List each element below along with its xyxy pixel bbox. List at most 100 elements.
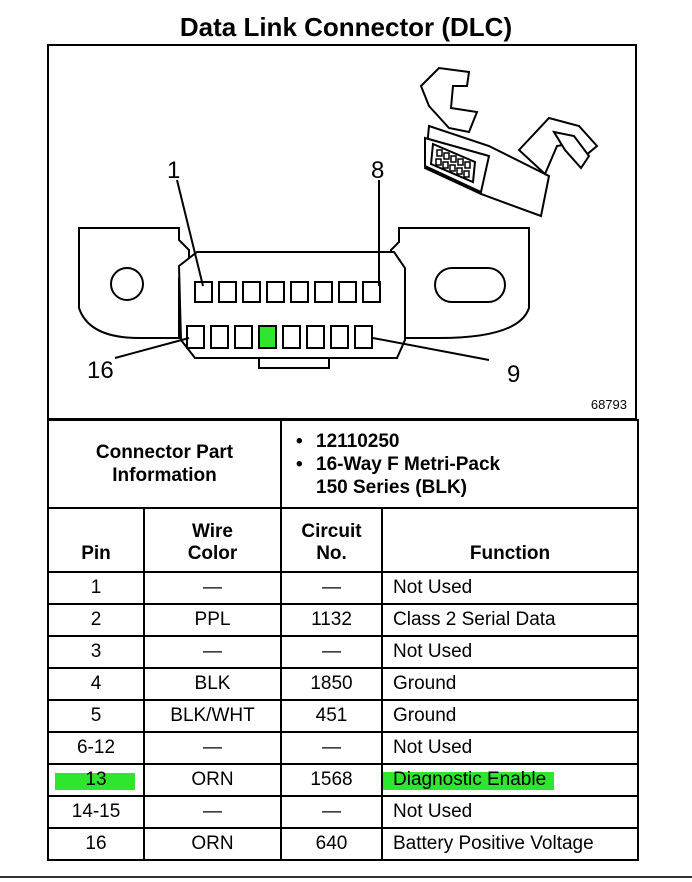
connector-info-label: Connector Part Information	[47, 419, 282, 509]
header-circuit-line1: Circuit	[301, 521, 362, 542]
pin-cell: 14-15	[47, 795, 145, 829]
sketch-pin-rows	[435, 149, 471, 178]
wire-color-cell: —	[143, 571, 282, 605]
table-row: 4 BLK 1850 Ground	[47, 667, 639, 701]
function-cell: Not Used	[381, 731, 639, 765]
pin-cell: 16	[47, 827, 145, 861]
function-cell: Ground	[381, 667, 639, 701]
pin-cell: 4	[47, 667, 145, 701]
wire-color-cell: ORN	[143, 763, 282, 797]
header-wire-color-line1: Wire	[191, 521, 233, 542]
wire-color-cell-text: ORN	[191, 769, 234, 790]
circuit-cell-text: —	[322, 577, 341, 598]
header-circuit-line2: No.	[316, 543, 347, 564]
diagram-title: Data Link Connector (DLC)	[179, 12, 513, 42]
circuit-cell: 1568	[280, 763, 383, 797]
header-function: Function	[381, 507, 639, 573]
circuit-cell: 451	[280, 699, 383, 733]
pin-cell-text: 13	[85, 769, 107, 790]
bottom-rule	[0, 876, 692, 878]
circuit-cell: 1850	[280, 667, 383, 701]
circuit-cell-text: 1850	[310, 673, 353, 694]
connector-info-values: 12110250 16-Way F Metri-Pack 150 Series …	[280, 419, 639, 509]
pin-label-9: 9	[507, 361, 520, 388]
wire-color-cell: —	[143, 635, 282, 669]
pin-label-8: 8	[371, 157, 384, 184]
pin-13-highlight	[258, 325, 277, 349]
wire-color-cell: —	[143, 731, 282, 765]
wire-color-cell-text: —	[203, 641, 222, 662]
wire-color-cell: ORN	[143, 827, 282, 861]
connector-drawing: 1 8 16 9	[78, 66, 599, 388]
wire-color-cell-text: ORN	[191, 833, 234, 854]
table-row: 6-12 — — Not Used	[47, 731, 639, 765]
connector-isometric-sketch	[419, 66, 599, 218]
function-cell-text: Not Used	[393, 801, 473, 822]
circuit-cell-text: —	[322, 801, 341, 822]
function-cell-text: Not Used	[393, 641, 473, 662]
pin-cell-text: 5	[90, 705, 102, 726]
circuit-cell: —	[280, 635, 383, 669]
pin-cell: 6-12	[47, 731, 145, 765]
connector-info-label-line1: Connector Part	[95, 442, 234, 463]
wire-color-cell: PPL	[143, 603, 282, 637]
pin-cell-text: 3	[90, 641, 102, 662]
function-cell: Not Used	[381, 795, 639, 829]
wire-color-cell-text: —	[203, 737, 222, 758]
pin-label-16: 16	[87, 357, 114, 384]
header-pin: Pin	[47, 507, 145, 573]
circuit-cell-text: 1568	[310, 769, 353, 790]
pin-cell-text: 16	[85, 833, 107, 854]
pin-cell: 5	[47, 699, 145, 733]
pin-cell-text: 6-12	[76, 737, 116, 758]
header-wire-color-line2: Color	[187, 543, 238, 564]
wire-color-cell-text: —	[203, 577, 222, 598]
connector-info-type: 16-Way F Metri-Pack	[296, 453, 637, 476]
function-cell: Diagnostic Enable	[381, 763, 639, 797]
table-row: 13 ORN 1568 Diagnostic Enable	[47, 763, 639, 797]
pin-table: Connector Part Information 12110250 16-W…	[47, 419, 639, 861]
pin-cell: 13	[47, 763, 145, 797]
table-row: 1 — — Not Used	[47, 571, 639, 605]
table-row: 3 — — Not Used	[47, 635, 639, 669]
wire-color-cell: BLK	[143, 667, 282, 701]
pin-cell-text: 1	[90, 577, 102, 598]
connector-top-pins	[194, 281, 381, 303]
wire-color-cell: BLK/WHT	[143, 699, 282, 733]
circuit-cell: —	[280, 795, 383, 829]
pin-cell-text: 4	[90, 673, 102, 694]
circuit-cell: —	[280, 731, 383, 765]
connector-bottom-pins	[186, 325, 373, 349]
function-cell: Battery Positive Voltage	[381, 827, 639, 861]
function-cell-text: Ground	[393, 705, 457, 726]
table-row: 16 ORN 640 Battery Positive Voltage	[47, 827, 639, 861]
function-cell: Not Used	[381, 571, 639, 605]
function-cell-text: Not Used	[393, 577, 473, 598]
wire-color-cell-text: —	[203, 801, 222, 822]
connector-info-part-number: 12110250	[296, 430, 637, 453]
circuit-cell-text: —	[322, 737, 341, 758]
header-wire-color: Wire Color	[143, 507, 282, 573]
circuit-cell-text: 640	[315, 833, 348, 854]
function-cell-text: Ground	[393, 673, 457, 694]
table-row: 5 BLK/WHT 451 Ground	[47, 699, 639, 733]
table-header-row: Pin Wire Color Circuit No. Function	[47, 507, 639, 573]
function-cell-text: Battery Positive Voltage	[393, 833, 594, 854]
wire-color-cell: —	[143, 795, 282, 829]
circuit-cell-text: 1132	[311, 609, 352, 630]
connector-illustration-frame: 1 8 16 9 68793	[47, 44, 637, 420]
wire-color-cell-text: PPL	[194, 609, 231, 630]
pin-cell: 2	[47, 603, 145, 637]
pin-leader-lines	[114, 179, 490, 361]
connector-info-series: 150 Series (BLK)	[316, 476, 468, 498]
circuit-cell: 1132	[280, 603, 383, 637]
circuit-cell: 640	[280, 827, 383, 861]
header-circuit-no: Circuit No.	[280, 507, 383, 573]
function-cell: Not Used	[381, 635, 639, 669]
pin-cell-text: 2	[90, 609, 102, 630]
pin-label-1: 1	[167, 157, 180, 184]
figure-number: 68793	[590, 397, 627, 412]
circuit-cell-text: 451	[315, 705, 348, 726]
function-cell: Ground	[381, 699, 639, 733]
